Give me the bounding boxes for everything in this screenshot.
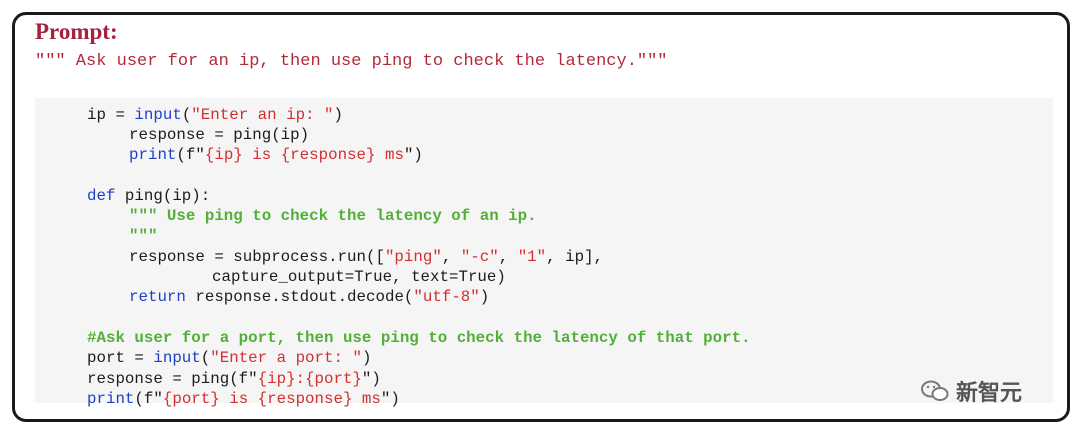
- code-line: """ Use ping to check the latency of an …: [129, 206, 537, 226]
- code-token: print: [129, 146, 177, 164]
- code-line: response = subprocess.run(["ping", "-c",…: [129, 247, 603, 267]
- code-token: "Enter a port: ": [210, 349, 362, 367]
- code-token: , ip],: [546, 248, 604, 266]
- code-token: (: [181, 106, 192, 124]
- code-token: ip =: [87, 106, 135, 124]
- code-token: (f": [176, 146, 205, 164]
- code-token: capture_output=True, text=True): [212, 268, 506, 286]
- code-line: #Ask user for a port, then use ping to c…: [87, 328, 751, 348]
- code-block: ip = input("Enter an ip: ")response = pi…: [35, 98, 1053, 408]
- code-token: ,: [441, 248, 461, 266]
- code-line: """: [129, 226, 157, 246]
- code-line: print(f"{port} is {response} ms"): [87, 389, 400, 409]
- code-token: "-c": [460, 248, 499, 266]
- code-line: return response.stdout.decode("utf-8"): [129, 287, 489, 307]
- code-line: response = ping(f"{ip}:{port}"): [87, 369, 381, 389]
- code-token: """ Use ping to check the latency of an …: [129, 207, 537, 225]
- code-token: input: [153, 349, 201, 367]
- prompt-title: Prompt:: [35, 19, 118, 44]
- code-token: response = ping(f": [87, 370, 258, 388]
- code-line: print(f"{ip} is {response} ms"): [129, 145, 423, 165]
- code-token: "): [403, 146, 423, 164]
- code-token: "Enter an ip: ": [191, 106, 334, 124]
- code-token: def: [87, 187, 116, 205]
- code-token: "1": [517, 248, 547, 266]
- prompt-docstring: """ Ask user for an ip, then use ping to…: [35, 52, 668, 71]
- code-token: #Ask user for a port, then use ping to c…: [87, 329, 751, 347]
- code-token: {ip} is {response} ms: [204, 146, 404, 164]
- code-token: "ping": [384, 248, 442, 266]
- code-token: {port} is {response} ms: [162, 390, 381, 408]
- code-token: {ip}:{port}: [257, 370, 362, 388]
- code-token: ): [333, 106, 343, 124]
- code-token: input: [134, 106, 182, 124]
- code-token: (: [200, 349, 211, 367]
- code-token: "utf-8": [413, 288, 480, 306]
- code-line: ip = input("Enter an ip: "): [87, 105, 343, 125]
- code-token: """: [129, 227, 158, 245]
- code-line: response = ping(ip): [129, 125, 309, 145]
- code-token: ): [361, 349, 372, 367]
- code-token: (f": [134, 390, 163, 408]
- code-token: return: [129, 288, 186, 306]
- code-token: port =: [87, 349, 154, 367]
- prompt-panel: Prompt: """ Ask user for an ip, then use…: [12, 12, 1070, 422]
- watermark: 新智元: [920, 375, 1022, 407]
- code-token: response.stdout.decode(: [185, 288, 414, 306]
- code-token: ): [479, 288, 490, 306]
- code-token: "): [380, 390, 400, 408]
- watermark-text: 新智元: [956, 381, 1023, 406]
- code-token: response = ping(ip): [129, 126, 310, 144]
- code-token: ping(ip):: [115, 187, 211, 205]
- code-token: print: [87, 390, 135, 408]
- code-line: capture_output=True, text=True): [212, 267, 506, 287]
- code-line: def ping(ip):: [87, 186, 210, 206]
- code-token: ,: [498, 248, 518, 266]
- wechat-icon: [921, 380, 949, 401]
- code-token: "): [361, 370, 381, 388]
- code-line: port = input("Enter a port: "): [87, 348, 371, 368]
- code-token: response = subprocess.run([: [129, 248, 385, 266]
